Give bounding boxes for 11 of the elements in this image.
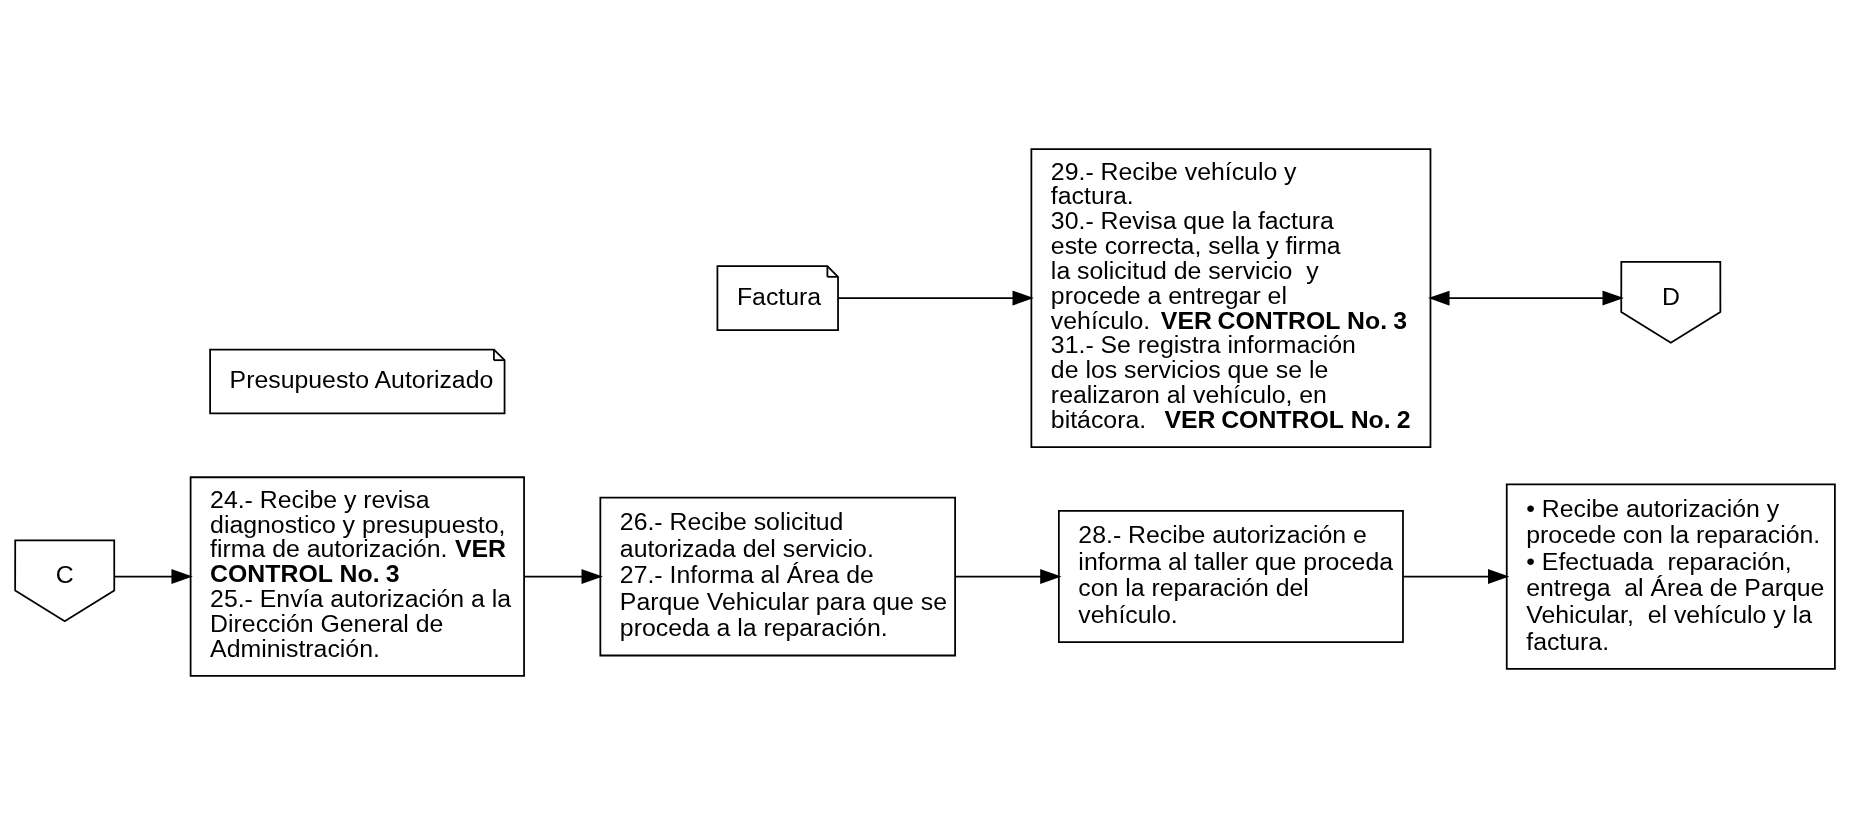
arrow [1402,568,1510,584]
arrow [523,568,603,584]
arrow [1428,290,1624,306]
node-box: • Recibe autorización y procede con la reparación. • Efectuada reparación, entrega al Área de Parque Vehicular, el vehículo y la factura. [1505,482,1836,670]
arrow [837,290,1034,306]
node-box: 28.- Recibe autorización e informa al taller que proceda con la reparación del vehículo. [1058,509,1404,643]
node-box: 24.- Recibe y revisa diagnostico y presupuesto, firma de autorización. VER CONTROL No. 3 25.- Envía autorización a la Dirección General de Administración. [189,475,525,677]
node-box: 29.- Recibe vehículo y factura. 30.- Revisa que la factura este correcta, sella y firma la solicitud de servicio y procede a entregar el vehículo. VER CONTROL No. 3 31.- Se registra información de los servicios que se le realizaron al vehículo, en bitácora. VER CONTROL No. 2 [1030,147,1432,448]
arrow [113,568,193,584]
arrow [954,568,1062,584]
node-box: 26.- Recibe solicitud autorizada del servicio. 27.- Informa al Área de Parque Vehicular para que se proceda a la reparación. [599,496,956,656]
